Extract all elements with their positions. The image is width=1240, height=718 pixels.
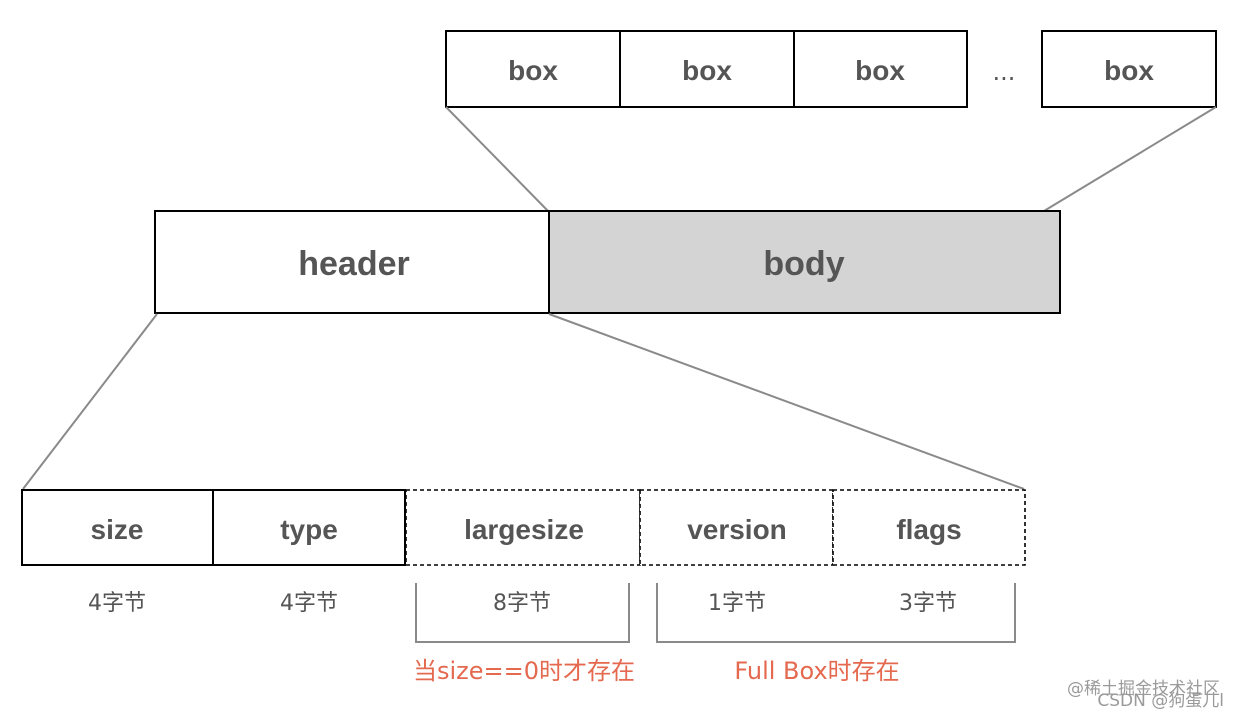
header-label: header (298, 245, 410, 283)
child-box-2 (619, 30, 795, 108)
connectors-top (445, 106, 1217, 212)
field-type (212, 489, 406, 566)
field-largesize (405, 489, 641, 566)
field-type-label: type (280, 514, 338, 545)
field-version (639, 489, 834, 566)
child-box-2-label: box (682, 55, 732, 86)
watermark: @稀土掘金技术社区 CSDN @狗蛋儿l (1067, 679, 1224, 711)
child-box-last-label: box (1104, 55, 1154, 86)
fullbox-bracket (656, 583, 1016, 643)
body-block (548, 210, 1061, 314)
child-box-1 (445, 30, 621, 108)
flags-bytes: 3字节 (899, 591, 957, 616)
connectors-bottom (22, 313, 1025, 490)
child-box-3-label: box (855, 55, 905, 86)
box-container: header body (154, 210, 1061, 314)
watermark-csdn: CSDN @狗蛋儿l (1097, 691, 1224, 711)
connector-bottom-left (22, 313, 158, 490)
notes: 当size==0时才存在 Full Box时存在 (413, 657, 900, 685)
connector-top-left (445, 106, 549, 212)
field-flags-label: flags (896, 514, 961, 545)
header-fields-row: size type largesize version flags (21, 489, 1026, 566)
field-flags (832, 489, 1026, 566)
version-bytes: 1字节 (708, 591, 766, 616)
largesize-bytes: 8字节 (493, 591, 551, 616)
connector-top-right (1043, 106, 1217, 212)
field-size-label: size (91, 514, 144, 545)
brackets (415, 583, 1016, 643)
child-box-1-label: box (508, 55, 558, 86)
child-box-row: box box box box ... (445, 30, 1217, 108)
header-block (154, 210, 550, 314)
field-size (21, 489, 214, 566)
body-label: body (763, 245, 844, 283)
field-sizes: 4字节 4字节 8字节 1字节 3字节 (88, 591, 957, 616)
child-box-3 (793, 30, 968, 108)
largesize-bracket (415, 583, 630, 643)
field-largesize-label: largesize (464, 514, 584, 545)
child-box-last (1041, 30, 1217, 108)
size-bytes: 4字节 (88, 591, 146, 616)
connector-bottom-right (548, 313, 1025, 490)
watermark-juejin: @稀土掘金技术社区 (1067, 679, 1220, 699)
largesize-note: 当size==0时才存在 (413, 657, 635, 685)
ellipsis: ... (993, 58, 1016, 86)
field-version-label: version (687, 514, 787, 545)
type-bytes: 4字节 (280, 591, 338, 616)
fullbox-note: Full Box时存在 (734, 657, 899, 685)
